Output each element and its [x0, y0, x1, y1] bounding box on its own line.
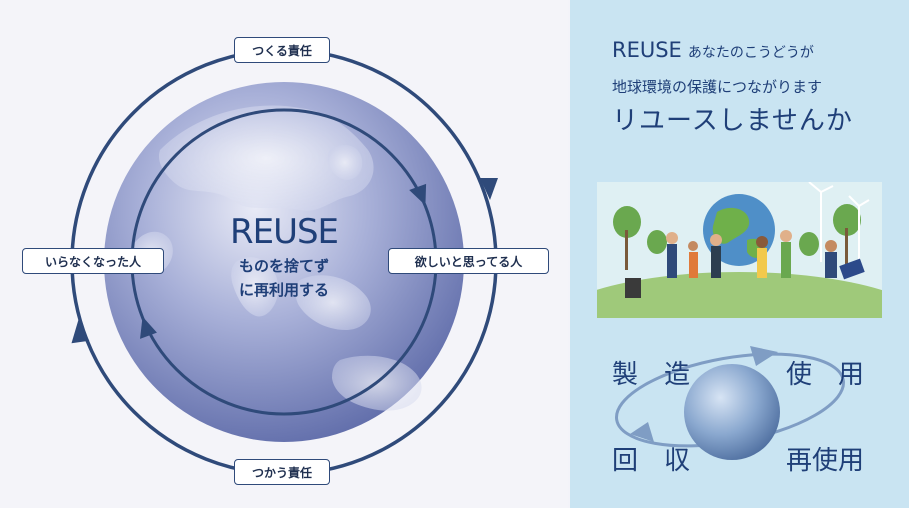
inner-arrow-right [409, 183, 427, 206]
mini-sphere [684, 364, 780, 460]
people-globe-illustration [597, 182, 882, 318]
top-label: つくる責任 [234, 37, 330, 63]
panel-reuse: REUSE [612, 38, 682, 62]
reuse-cycle-diagram: つくる責任 つかう責任 いらなくなった人 欲しいと思ってる人 REUSE ものを… [22, 37, 549, 485]
left-label: いらなくなった人 [22, 248, 164, 274]
panel-line1-sub: あなたのこうどうが [687, 45, 814, 61]
center-subtitle-line1: ものを捨てず [238, 257, 329, 275]
mini-arrow-bottom [630, 422, 654, 442]
center-title: REUSE [229, 212, 339, 252]
panel-line1: REUSE あなたのこうどうが [612, 38, 814, 62]
cycle-word-reuse: 再使用 [786, 446, 865, 476]
inner-arrow-left [140, 316, 157, 339]
center-subtitle-line2: に再利用する [238, 281, 329, 299]
outer-arrow-left [71, 320, 90, 344]
right-label: 欲しいと思ってる人 [388, 248, 549, 274]
cycle-word-collect: 回 収 [612, 446, 691, 476]
panel-line2: 地球環境の保護につながります [612, 78, 823, 96]
outer-arrow-right [480, 178, 498, 200]
panel-line3: リユースしませんか [612, 106, 853, 136]
cycle-word-use: 使 用 [786, 360, 865, 390]
cycle-word-manufacture: 製 造 [612, 360, 691, 390]
mini-arrow-top [750, 346, 778, 366]
mini-cycle-graphic [615, 346, 845, 460]
center-subtitle: ものを捨てず に再利用する [184, 254, 384, 302]
bottom-label: つかう責任 [234, 459, 330, 485]
